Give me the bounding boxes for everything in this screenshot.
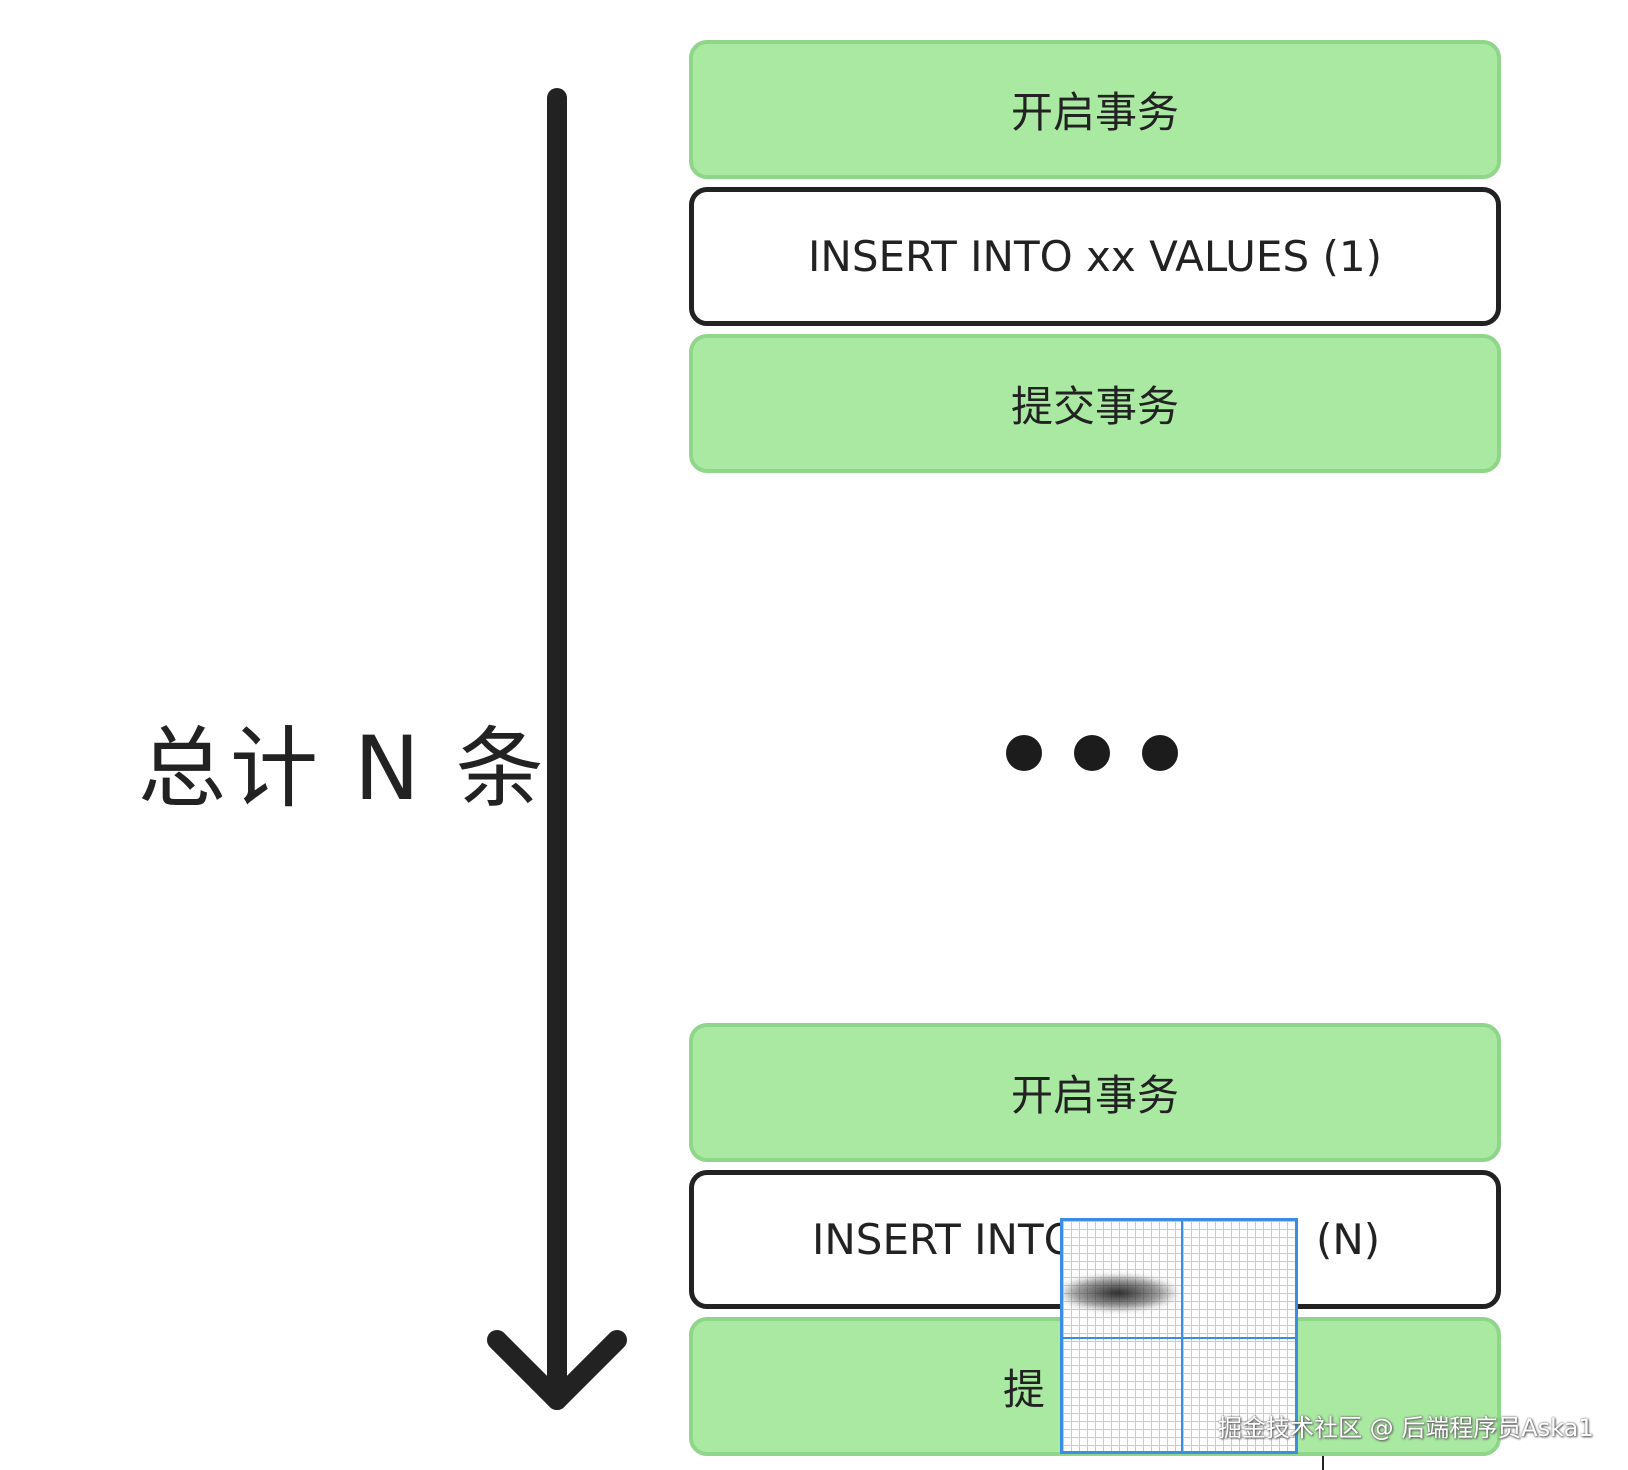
watermark: 掘金技术社区 @ 后端程序员Aska1 xyxy=(1218,1414,1594,1442)
block-label: INSERT INTO xyxy=(812,1215,1077,1264)
commit-transaction-box: 提交事务 xyxy=(689,334,1501,473)
magnifier-overlay xyxy=(1060,1218,1298,1454)
block-label: 提 xyxy=(1003,1365,1046,1414)
total-count-label: 总计 N 条 xyxy=(138,717,548,820)
begin-transaction-box: 开启事务 xyxy=(689,1023,1501,1162)
crosshair-horizontal xyxy=(1063,1337,1295,1339)
ellipsis-dot xyxy=(1142,735,1178,771)
ellipsis-dot xyxy=(1006,735,1042,771)
block-label: 开启事务 xyxy=(1010,1071,1179,1120)
block-label: 提交事务 xyxy=(1010,382,1179,431)
block-label: 开启事务 xyxy=(1010,88,1179,137)
begin-transaction-box: 开启事务 xyxy=(689,40,1501,179)
crosshair-vertical xyxy=(1181,1221,1183,1451)
ellipsis-dot xyxy=(1074,735,1110,771)
block-label-suffix: (N) xyxy=(1316,1215,1381,1264)
insert-statement-box: INSERT INTO xx VALUES (1) xyxy=(689,187,1501,326)
block-label: INSERT INTO xx VALUES (1) xyxy=(808,232,1382,281)
magnified-pixels xyxy=(1063,1221,1183,1333)
cursor-tick xyxy=(1322,1456,1324,1470)
